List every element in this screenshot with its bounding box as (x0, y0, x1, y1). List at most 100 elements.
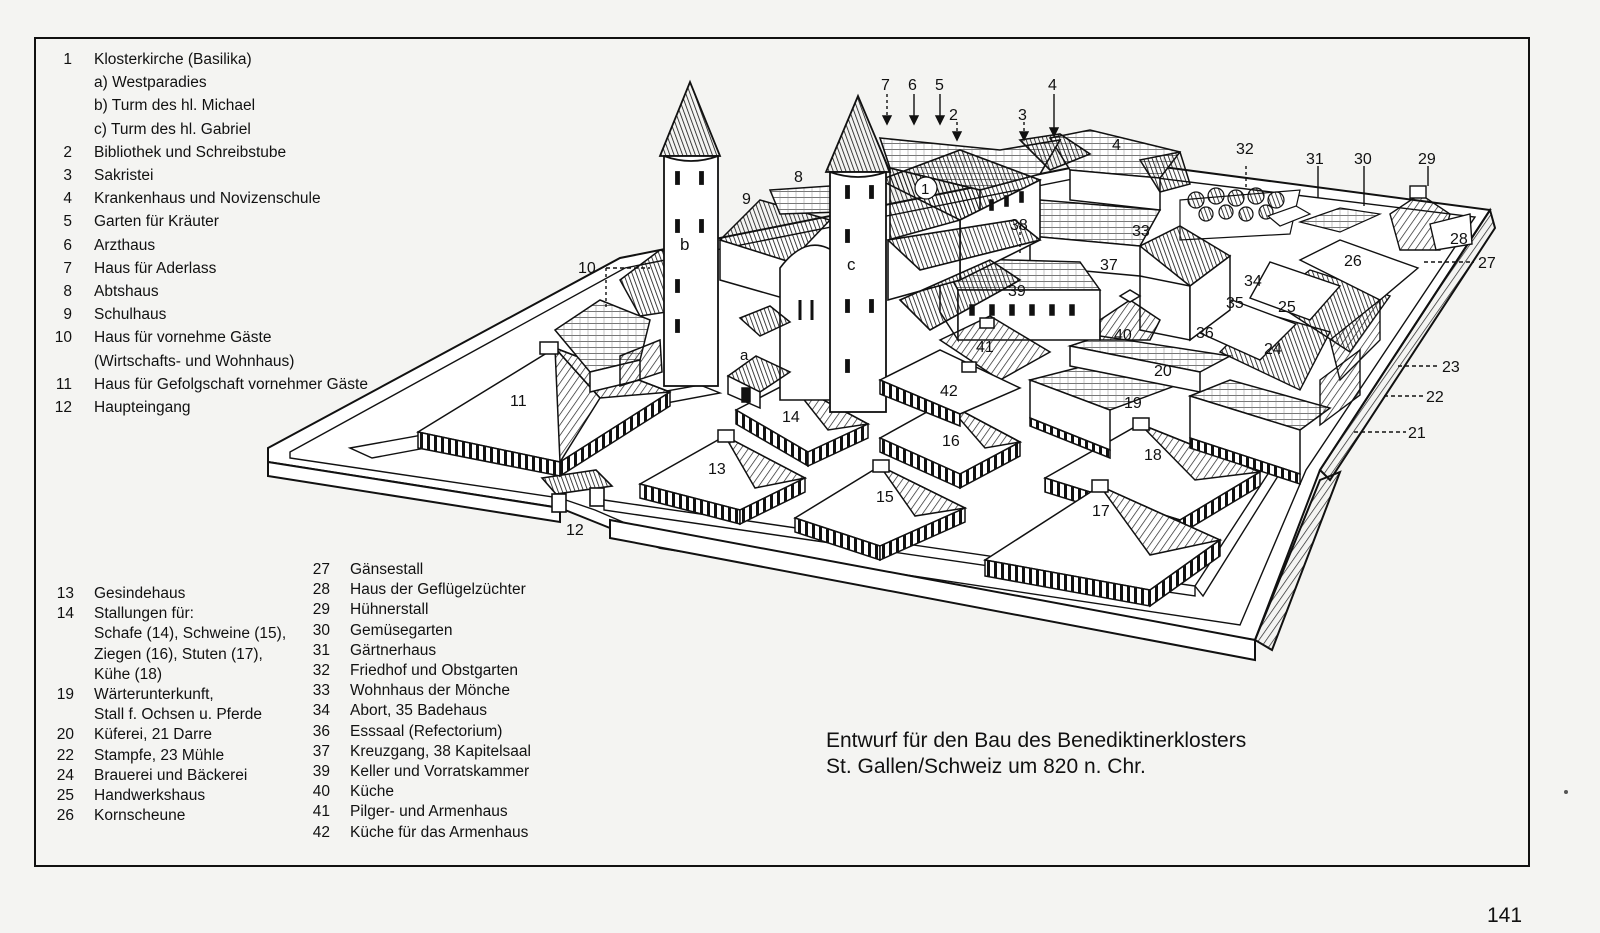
label-21: 21 (1408, 425, 1426, 442)
tower-michael (658, 79, 722, 387)
legend-label: Sakristei (94, 167, 154, 185)
legend-label: Wohnhaus der Mönche (350, 682, 510, 700)
legend-number: 11 (55, 375, 72, 393)
legend-label: Keller und Vorratskammer (350, 763, 530, 781)
label-34: 34 (1244, 273, 1262, 290)
legend-number: 42 (312, 823, 330, 841)
label-39: 39 (1008, 283, 1026, 300)
legend-number: 5 (63, 213, 72, 231)
label-17: 17 (1092, 503, 1110, 520)
label-36: 36 (1196, 325, 1214, 342)
legend-label: b) Turm des hl. Michael (94, 97, 256, 115)
legend-item: Schafe (14), Schweine (15), (44, 624, 286, 644)
legend-number: 27 (312, 561, 330, 578)
legend-label: a) Westparadies (94, 74, 207, 92)
legend-label: Hühnerstall (350, 601, 429, 619)
legend-label: Esssaal (Refectorium) (350, 722, 503, 740)
label-38: 38 (1010, 217, 1028, 234)
legend-number: 4 (63, 190, 72, 208)
legend-number: 34 (312, 702, 330, 720)
legend-label: Bibliothek und Schreibstube (94, 143, 287, 161)
tower-gabriel (824, 93, 892, 413)
label-4-top: 4 (1048, 77, 1057, 94)
legend-label: Stallungen für: (94, 605, 194, 623)
legend-item: Kühe (18) (44, 665, 286, 685)
legend-label: Abtshaus (94, 283, 159, 301)
legend-label: Stampfe, 23 Mühle (94, 746, 225, 764)
label-20: 20 (1154, 363, 1172, 380)
legend-item: 22 Stampfe, 23 Mühle (44, 746, 286, 766)
stable-17 (982, 479, 1223, 608)
legend-label: Haus für vornehme Gäste (94, 329, 272, 347)
label-28: 28 (1450, 231, 1468, 248)
legend-item: 42 Küche für das Armenhaus (300, 823, 531, 843)
label-35: 35 (1226, 295, 1244, 312)
label-22: 22 (1426, 389, 1444, 406)
legend-number: 41 (312, 803, 330, 821)
drawing-labels: b c a 1 2 3 4 4 5 6 7 8 9 10 11 12 13 14… (510, 77, 1496, 539)
legend-label: c) Turm des hl. Gabriel (94, 120, 251, 138)
legend-label: Haus für Gefolgschaft vornehmer Gäste (94, 375, 368, 393)
label-19: 19 (1124, 395, 1142, 412)
stable-15 (793, 459, 968, 562)
legend-number: 1 (63, 51, 72, 68)
label-42: 42 (940, 383, 958, 400)
legend-label: Gärtnerhaus (350, 641, 437, 659)
legend-item: Stall f. Ochsen u. Pferde (44, 705, 286, 725)
legend-label: Gemüsegarten (350, 621, 453, 639)
caption-line-2: St. Gallen/Schweiz um 820 n. Chr. (826, 755, 1146, 778)
label-30: 30 (1354, 151, 1372, 168)
legend-number: 40 (312, 783, 330, 801)
legend-item: c) Turm des hl. Gabriel (42, 118, 368, 141)
legend-item: 9 Schulhaus (42, 303, 368, 326)
legend-label: (Wirtschafts- und Wohnhaus) (94, 352, 295, 370)
label-33: 33 (1132, 223, 1150, 240)
legend-number: 6 (63, 236, 72, 254)
legend-item: 11 Haus für Gefolgschaft vornehmer Gäste (42, 373, 368, 396)
legend-label: Gesindehaus (94, 585, 186, 602)
legend-label: Gänsestall (350, 561, 424, 578)
label-18: 18 (1144, 447, 1162, 464)
label-40: 40 (1114, 327, 1132, 344)
label-2: 2 (949, 107, 958, 124)
legend-number: 10 (54, 329, 72, 347)
legend-number: 9 (63, 306, 72, 324)
legend-number: 31 (312, 641, 330, 659)
legend-number: 2 (63, 143, 72, 161)
legend-item: 27 Gänsestall (300, 560, 531, 580)
label-25: 25 (1278, 299, 1296, 316)
label-8: 8 (794, 169, 803, 186)
legend-label: Schulhaus (94, 306, 167, 324)
legend-number: 20 (56, 726, 74, 744)
pilgrim-house (878, 315, 1052, 428)
scan-speck (1564, 790, 1568, 794)
legend-item: 10 Haus für vornehme Gäste (42, 326, 368, 349)
hospital (1048, 129, 1191, 211)
legend-number: 22 (56, 746, 74, 764)
figure-frame (34, 37, 1530, 867)
legend-label: Brauerei und Bäckerei (94, 766, 248, 784)
label-32: 32 (1236, 141, 1254, 158)
stable-13 (638, 429, 808, 526)
legend-label: Küche für das Armenhaus (350, 823, 529, 841)
legend-number: 26 (56, 807, 74, 825)
label-12: 12 (566, 522, 584, 539)
legend-label: Stall f. Ochsen u. Pferde (94, 706, 263, 724)
legend-label: Kreuzgang, 38 Kapitelsaal (350, 742, 531, 760)
label-15: 15 (876, 489, 894, 506)
